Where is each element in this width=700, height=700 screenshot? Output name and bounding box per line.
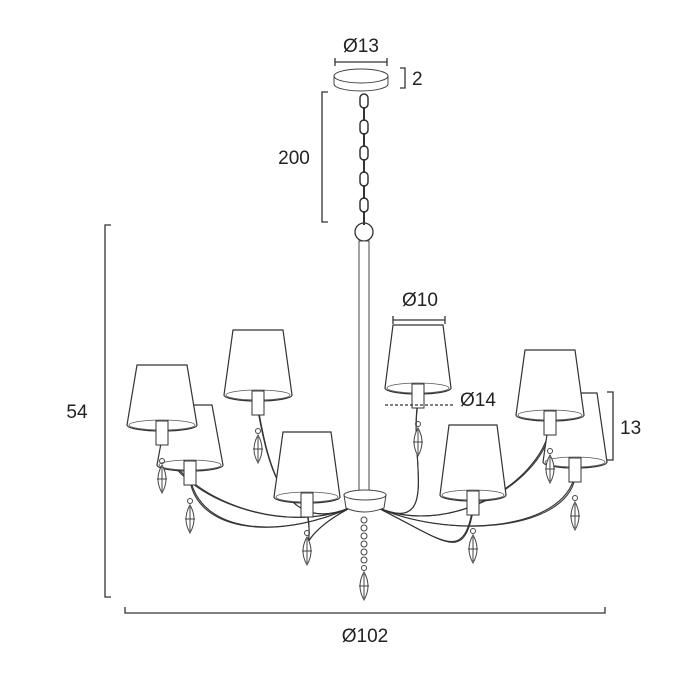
lamp-shades <box>126 324 608 567</box>
crystal-drop <box>545 453 555 485</box>
crystal-drop <box>468 533 478 565</box>
crystal-bead <box>360 532 368 540</box>
center-crystal-drop <box>359 516 369 602</box>
candle-socket <box>568 457 582 483</box>
center-hub <box>343 489 387 513</box>
candle-socket <box>183 460 197 486</box>
candle-socket <box>466 490 480 516</box>
lamp-arm <box>371 504 474 543</box>
crystal-drop <box>570 500 580 532</box>
crystal-bead <box>360 556 368 564</box>
crystal-bead <box>304 530 310 536</box>
candle-socket <box>251 390 265 416</box>
crystal-bead <box>415 421 421 427</box>
chain-link <box>359 145 369 161</box>
crystal-bead <box>572 495 578 501</box>
crystal-bead <box>159 458 165 464</box>
shade-height-label: 13 <box>620 418 641 439</box>
crystal-drop <box>253 433 263 465</box>
body-height-label: 54 <box>66 402 88 423</box>
candle-socket <box>300 492 314 518</box>
canopy-diameter-label: Ø13 <box>343 36 379 57</box>
crystal-bead <box>255 428 261 434</box>
crystal-drop <box>302 535 312 567</box>
lamp-shade <box>273 431 341 567</box>
lamp-arm <box>306 504 357 545</box>
suspension-ring <box>354 222 374 242</box>
lamp-shade <box>384 324 452 458</box>
lamp-arm <box>306 504 357 544</box>
crystal-bead <box>360 548 368 556</box>
crystal-bead <box>470 528 476 534</box>
candle-socket <box>155 420 169 446</box>
chain-link <box>359 119 369 135</box>
crystal-bead <box>187 498 193 504</box>
shade-top-diameter-label: Ø10 <box>402 290 438 311</box>
crystal-drop <box>359 570 369 602</box>
crystal-bead <box>361 565 367 571</box>
lamp-arm <box>189 480 357 528</box>
chain-link <box>359 171 369 187</box>
chain-link <box>359 93 369 109</box>
crystal-drop <box>185 503 195 535</box>
canopy-height-label: 2 <box>412 69 423 90</box>
lamp-shade <box>439 424 507 565</box>
center-stem <box>358 240 370 492</box>
crystal-bead <box>547 448 553 454</box>
chain-length-label: 200 <box>278 148 310 169</box>
crystal-bead <box>360 524 368 532</box>
lamp-shade <box>515 349 585 485</box>
candle-socket <box>543 410 557 436</box>
lamp-arm <box>371 477 576 527</box>
lamp-shade <box>126 364 198 495</box>
chain <box>359 93 369 225</box>
shade-bottom-diameter-label: Ø14 <box>460 390 496 411</box>
chain-link <box>359 197 369 213</box>
dimension-lines <box>104 58 614 614</box>
crystal-drop <box>157 463 167 495</box>
lamp-shade <box>223 329 293 465</box>
overall-diameter-label: Ø102 <box>342 626 388 647</box>
ceiling-canopy <box>333 68 389 92</box>
crystal-bead <box>360 516 368 524</box>
crystal-drop <box>413 426 423 458</box>
candle-socket <box>411 383 425 409</box>
lamp-arm <box>371 430 551 517</box>
crystal-bead <box>360 540 368 548</box>
